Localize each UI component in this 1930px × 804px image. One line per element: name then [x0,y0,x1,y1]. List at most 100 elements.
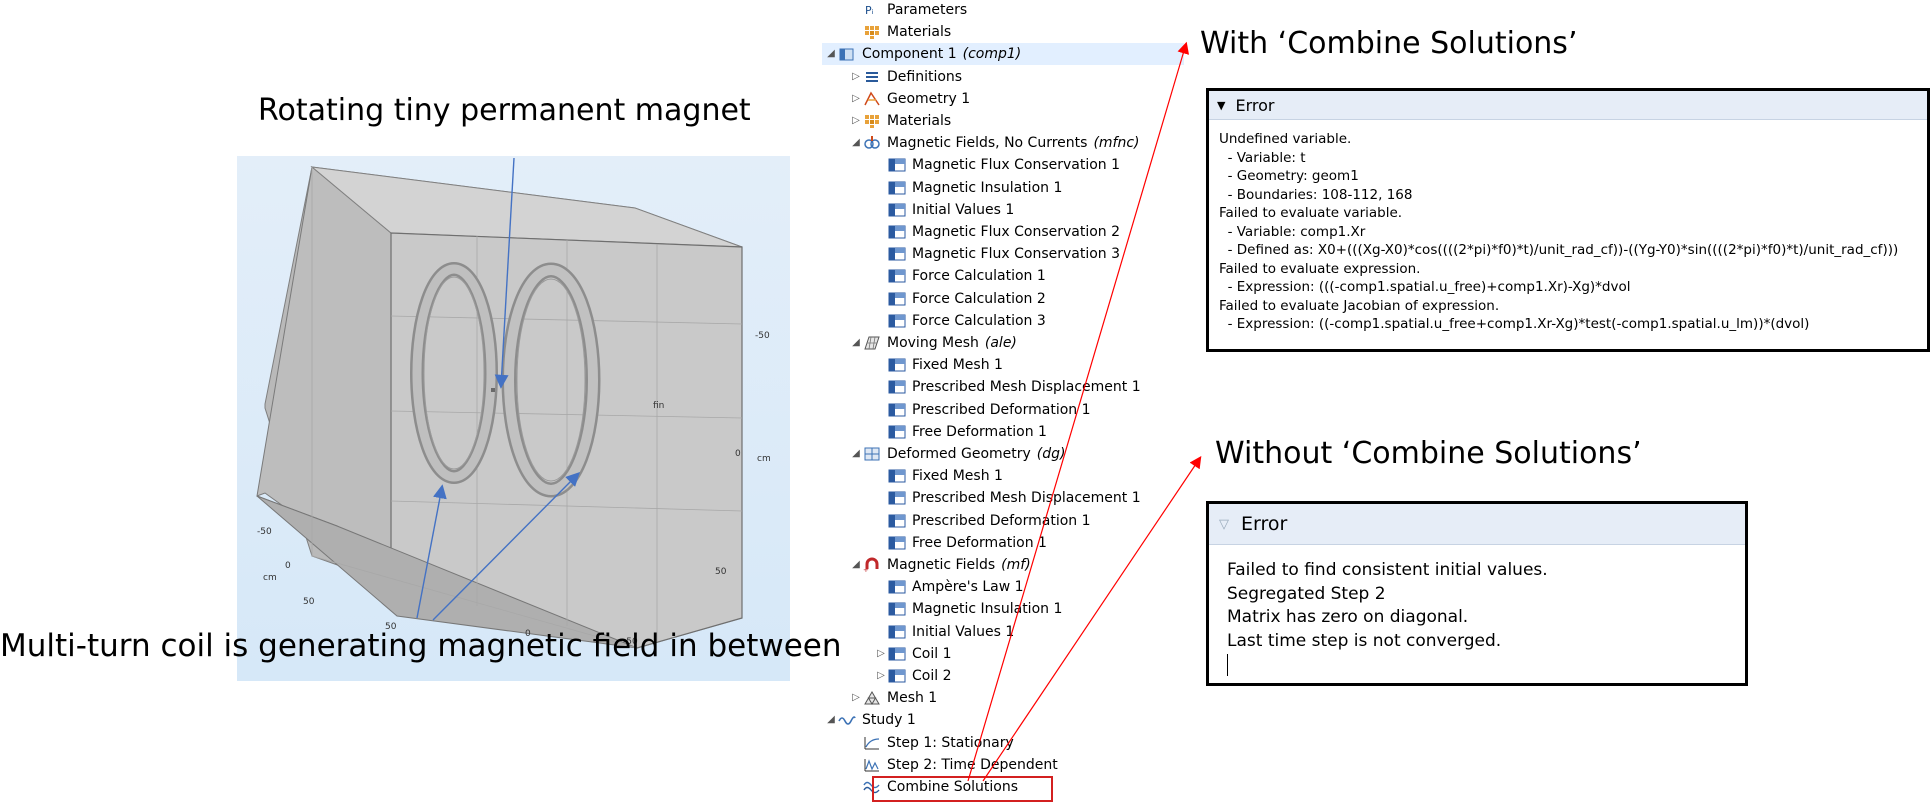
svg-text:-50: -50 [623,637,638,647]
expanded-caret-icon[interactable]: ◢ [827,48,835,60]
chevron-down-icon[interactable]: ▼ [1217,98,1226,112]
text-cursor [1227,654,1228,676]
chevron-down-icon[interactable]: ▽ [1219,516,1229,532]
feature-icon [888,357,906,373]
materials-icon [863,24,881,40]
tree-item[interactable]: ▷Coil 2 [822,665,951,687]
feature-icon [888,379,906,395]
svg-text:fin: fin [653,401,664,411]
tree-item[interactable]: ◢Component 1(comp1) [822,43,1184,66]
feature-icon [888,668,906,684]
tree-item[interactable]: Force Calculation 1 [822,265,1046,287]
tree-item[interactable]: Free Deformation 1 [822,532,1047,554]
mesh-icon [863,690,881,706]
error-message: Failed to find consistent initial values… [1209,545,1745,653]
tree-item[interactable]: ▷Definitions [822,66,962,88]
tree-item-label: Parameters [887,2,968,18]
feature-icon [888,579,906,595]
physics-icon [863,135,881,151]
tree-item[interactable]: Ampère's Law 1 [822,576,1024,598]
tree-item-tag: (mfnc) [1093,135,1140,152]
permanent-magnet-shape [491,388,495,392]
error-title: Error [1241,513,1288,535]
expanded-caret-icon[interactable]: ◢ [852,448,860,459]
tree-item[interactable]: Magnetic Flux Conservation 1 [822,154,1120,176]
tree-item-label: Magnetic Flux Conservation 2 [912,224,1121,240]
tree-item-label: Step 2: Time Dependent [887,756,1058,773]
tree-item[interactable]: Prescribed Mesh Displacement 1 [822,487,1141,509]
tree-item[interactable]: ◢Deformed Geometry(dg) [822,443,1065,465]
tree-item-label: Free Deformation 1 [912,534,1047,551]
tree-item[interactable]: Prescribed Mesh Displacement 1 [822,376,1141,398]
tree-item[interactable]: Prescribed Deformation 1 [822,399,1091,421]
feature-icon [888,180,906,196]
tree-item[interactable]: Step 2: Time Dependent [822,754,1058,776]
tree-item[interactable]: Force Calculation 3 [822,310,1046,332]
error-line: Failed to evaluate Jacobian of expressio… [1219,297,1500,314]
error-header[interactable]: ▼ Error [1209,91,1927,120]
svg-text:0: 0 [525,629,531,639]
svg-text:50: 50 [715,567,727,577]
expanded-caret-icon[interactable]: ◢ [852,137,860,149]
tree-item[interactable]: Free Deformation 1 [822,421,1047,443]
tree-item-label: Force Calculation 3 [912,312,1046,329]
with-combine-heading: With ‘Combine Solutions’ [1200,26,1578,61]
tree-item[interactable]: ▷Mesh 1 [822,687,937,709]
tree-item-label: Materials [887,24,952,41]
error-line: - Defined as: X0+(((Xg-X0)*cos((((2*pi)*… [1219,242,1899,258]
collapsed-caret-icon[interactable]: ▷ [877,670,885,681]
time-dependent-icon [863,757,881,773]
tree-item[interactable]: ◢Magnetic Fields, No Currents(mfnc) [822,132,1140,154]
tree-item[interactable]: ◢+Magnetic Fields(mf) [822,554,1031,576]
tree-item[interactable]: Combine Solutions [822,776,1018,798]
feature-icon [888,513,906,529]
tree-item[interactable]: ◢Study 1 [822,709,916,731]
svg-text:50: 50 [303,597,315,607]
feature-icon [888,291,906,307]
tree-item[interactable]: Force Calculation 2 [822,288,1046,310]
model-geometry: -50 0 50 -50 0 50 50 cm cm fin 0 -50 [256,166,771,649]
expanded-caret-icon[interactable]: ◢ [827,714,835,726]
feature-icon [888,246,906,262]
error-message: Undefined variable. - Variable: t - Geom… [1209,120,1927,334]
model-viewport[interactable]: -50 0 50 -50 0 50 50 cm cm fin 0 -50 [237,156,790,681]
tree-item[interactable]: Materials [822,21,951,43]
tree-item[interactable]: ▷Coil 1 [822,643,951,665]
svg-text:cm: cm [263,573,277,583]
component-icon [838,46,856,62]
collapsed-caret-icon[interactable]: ▷ [852,115,860,126]
tree-item[interactable]: ◢Moving Mesh(ale) [822,332,1017,354]
tree-item[interactable]: Prescribed Deformation 1 [822,510,1091,532]
tree-item[interactable]: ▷Geometry 1 [822,88,970,110]
tree-item[interactable]: Step 1: Stationary [822,732,1014,754]
moving-mesh-icon [863,335,881,351]
feature-icon [888,468,906,484]
tree-item[interactable]: Magnetic Flux Conservation 3 [822,243,1120,265]
expanded-caret-icon[interactable]: ◢ [852,337,860,348]
definitions-icon [863,69,881,85]
collapsed-caret-icon[interactable]: ▷ [852,692,860,704]
tree-item[interactable]: Magnetic Insulation 1 [822,598,1062,620]
feature-icon [888,313,906,329]
tree-item-label: Force Calculation 2 [912,290,1046,307]
tree-item[interactable]: Fixed Mesh 1 [822,354,1003,376]
collapsed-caret-icon[interactable]: ▷ [852,70,860,82]
error-line: - Expression: ((-comp1.spatial.u_free+co… [1219,316,1810,332]
error-line: - Expression: (((-comp1.spatial.u_free)+… [1219,279,1631,295]
tree-item[interactable]: Initial Values 1 [822,621,1014,643]
tree-item[interactable]: Fixed Mesh 1 [822,465,1003,487]
expanded-caret-icon[interactable]: ◢ [852,559,860,570]
tree-item[interactable]: Magnetic Insulation 1 [822,177,1062,199]
error-header[interactable]: ▽ Error [1209,504,1745,545]
tree-item[interactable]: ▷ Materials [822,110,951,132]
magnet-annotation: Rotating tiny permanent magnet [258,93,751,128]
collapsed-caret-icon[interactable]: ▷ [852,92,860,104]
tree-item[interactable]: Initial Values 1 [822,199,1014,221]
error-line: Last time step is not converged. [1227,630,1502,651]
collapsed-caret-icon[interactable]: ▷ [877,647,885,659]
tree-item-label: Materials [887,113,952,129]
svg-text:-50: -50 [755,331,770,341]
tree-item[interactable]: Magnetic Flux Conservation 2 [822,221,1120,243]
